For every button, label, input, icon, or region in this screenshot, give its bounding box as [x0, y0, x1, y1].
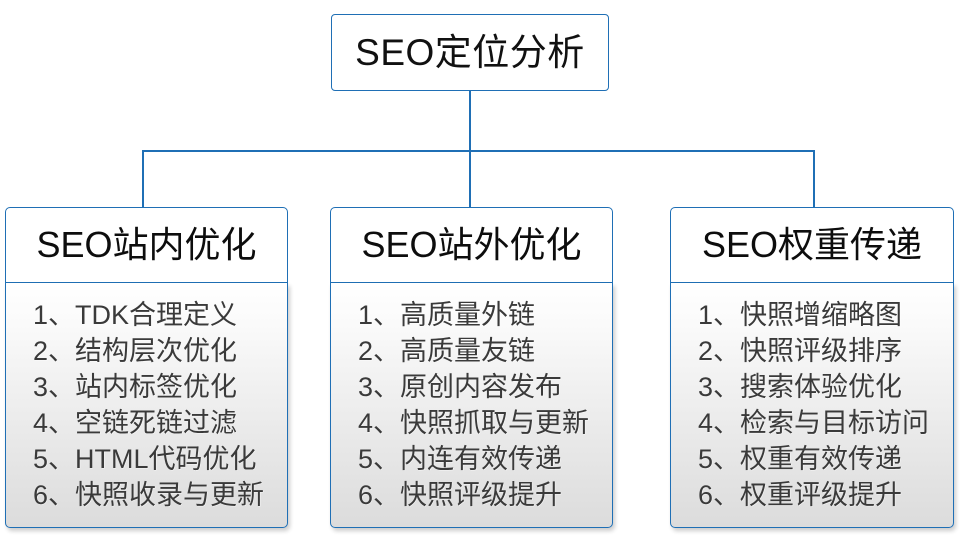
- branch-1-header[interactable]: SEO站内优化: [5, 207, 288, 283]
- branch-2-body: 1、高质量外链 2、高质量友链 3、原创内容发布 4、快照抓取与更新 5、内连有…: [330, 283, 613, 528]
- list-item: 1、TDK合理定义: [33, 300, 238, 330]
- root-node[interactable]: SEO定位分析: [331, 14, 609, 91]
- list-item: 1、快照增缩略图: [698, 300, 903, 330]
- connector-horizontal-bus: [142, 150, 814, 152]
- branch-3-header[interactable]: SEO权重传递: [670, 207, 954, 283]
- list-item: 4、快照抓取与更新: [358, 408, 590, 438]
- list-item: 1、高质量外链: [358, 300, 536, 330]
- list-item: 6、快照评级提升: [358, 480, 563, 510]
- list-item: 3、原创内容发布: [358, 372, 563, 402]
- list-item: 5、HTML代码优化: [33, 444, 257, 474]
- list-item: 6、快照收录与更新: [33, 480, 265, 510]
- branch-1-header-label: SEO站内优化: [36, 224, 257, 265]
- branch-1-body: 1、TDK合理定义 2、结构层次优化 3、站内标签优化 4、空链死链过滤 5、H…: [5, 283, 288, 528]
- list-item: 5、权重有效传递: [698, 444, 903, 474]
- list-item: 4、检索与目标访问: [698, 408, 930, 438]
- list-item: 3、站内标签优化: [33, 372, 238, 402]
- connector-branch-1-vertical: [142, 150, 144, 208]
- list-item: 4、空链死链过滤: [33, 408, 238, 438]
- connector-branch-3-vertical: [813, 150, 815, 208]
- connector-branch-2-vertical: [469, 150, 471, 208]
- branch-column-2: SEO站外优化 1、高质量外链 2、高质量友链 3、原创内容发布 4、快照抓取与…: [330, 207, 613, 528]
- list-item: 6、权重评级提升: [698, 480, 903, 510]
- list-item: 3、搜索体验优化: [698, 372, 903, 402]
- connector-root-vertical: [469, 91, 471, 151]
- list-item: 2、快照评级排序: [698, 336, 903, 366]
- branch-column-3: SEO权重传递 1、快照增缩略图 2、快照评级排序 3、搜索体验优化 4、检索与…: [670, 207, 954, 528]
- root-node-label: SEO定位分析: [355, 32, 585, 73]
- branch-column-1: SEO站内优化 1、TDK合理定义 2、结构层次优化 3、站内标签优化 4、空链…: [5, 207, 288, 528]
- list-item: 2、结构层次优化: [33, 336, 238, 366]
- branch-2-header[interactable]: SEO站外优化: [330, 207, 613, 283]
- list-item: 2、高质量友链: [358, 336, 536, 366]
- branch-2-header-label: SEO站外优化: [361, 224, 582, 265]
- list-item: 5、内连有效传递: [358, 444, 563, 474]
- branch-3-body: 1、快照增缩略图 2、快照评级排序 3、搜索体验优化 4、检索与目标访问 5、权…: [670, 283, 954, 528]
- branch-3-header-label: SEO权重传递: [701, 224, 923, 265]
